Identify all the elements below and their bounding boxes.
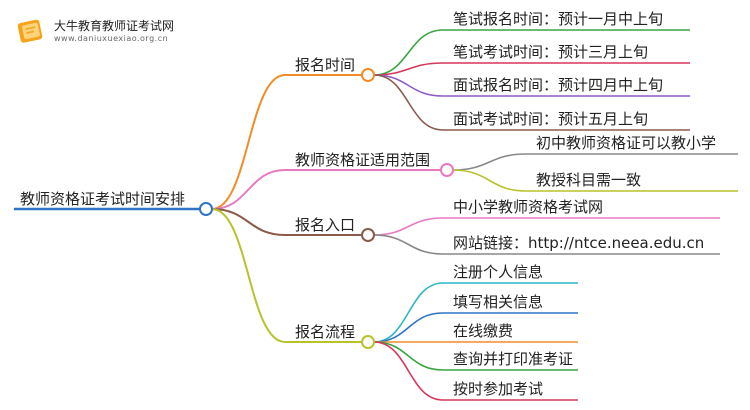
brand-name: 大牛教育教师证考试网: [54, 19, 175, 33]
leaf-topic: 面试报名时间：预计四月中上旬: [453, 76, 663, 94]
branch-connector: [211, 208, 286, 343]
branch-connector: [211, 74, 286, 210]
leaf-topic: 面试考试时间：预计五月上旬: [453, 110, 648, 128]
leaf-connector: [373, 29, 444, 76]
leaf-topic: 网站链接：http://ntce.neea.edu.cn: [453, 234, 704, 252]
leaf-topic: 按时参加考试: [453, 380, 543, 398]
leaf-connector: [452, 169, 527, 192]
leaf-topic: 在线缴费: [453, 322, 513, 340]
leaf-connector: [373, 312, 444, 343]
brand-url: www.daniuxuexiao.org.cn: [54, 34, 169, 43]
branch-node[interactable]: [440, 163, 454, 177]
leaf-topic: 初中教师资格证可以教小学: [536, 134, 716, 152]
branch-topic: 报名时间: [295, 56, 355, 74]
leaf-connector: [373, 282, 444, 343]
leaf-topic: 填写相关信息: [453, 293, 543, 311]
leaf-topic: 查询并打印准考证: [453, 350, 573, 368]
branch-topic: 报名流程: [295, 323, 355, 341]
leaf-topic: 注册个人信息: [453, 263, 543, 281]
leaf-topic: 中小学教师资格考试网: [453, 198, 603, 216]
leaf-topic: 笔试考试时间：预计三月上旬: [453, 43, 648, 61]
leaf-connector: [452, 153, 527, 171]
branch-connector: [211, 169, 286, 210]
root-node[interactable]: [199, 202, 213, 216]
leaf-connector: [373, 217, 444, 236]
leaf-connector: [373, 341, 444, 371]
branch-connector: [211, 208, 286, 236]
branch-topic: 报名入口: [295, 216, 355, 234]
leaf-topic: 教授科目需一致: [536, 171, 641, 189]
branch-node[interactable]: [361, 335, 375, 349]
leaf-connector: [373, 74, 444, 131]
leaf-topic: 笔试报名时间：预计一月中上旬: [453, 10, 663, 28]
leaf-connector: [373, 341, 444, 401]
book-logo-icon: [17, 19, 43, 43]
root-topic: 教师资格证考试时间安排: [20, 190, 185, 208]
leaf-connector: [373, 74, 444, 97]
leaf-connector: [373, 234, 444, 255]
branch-node[interactable]: [361, 228, 375, 242]
branch-node[interactable]: [361, 68, 375, 82]
branch-topic: 教师资格证适用范围: [295, 151, 430, 169]
leaf-connector: [373, 62, 444, 76]
